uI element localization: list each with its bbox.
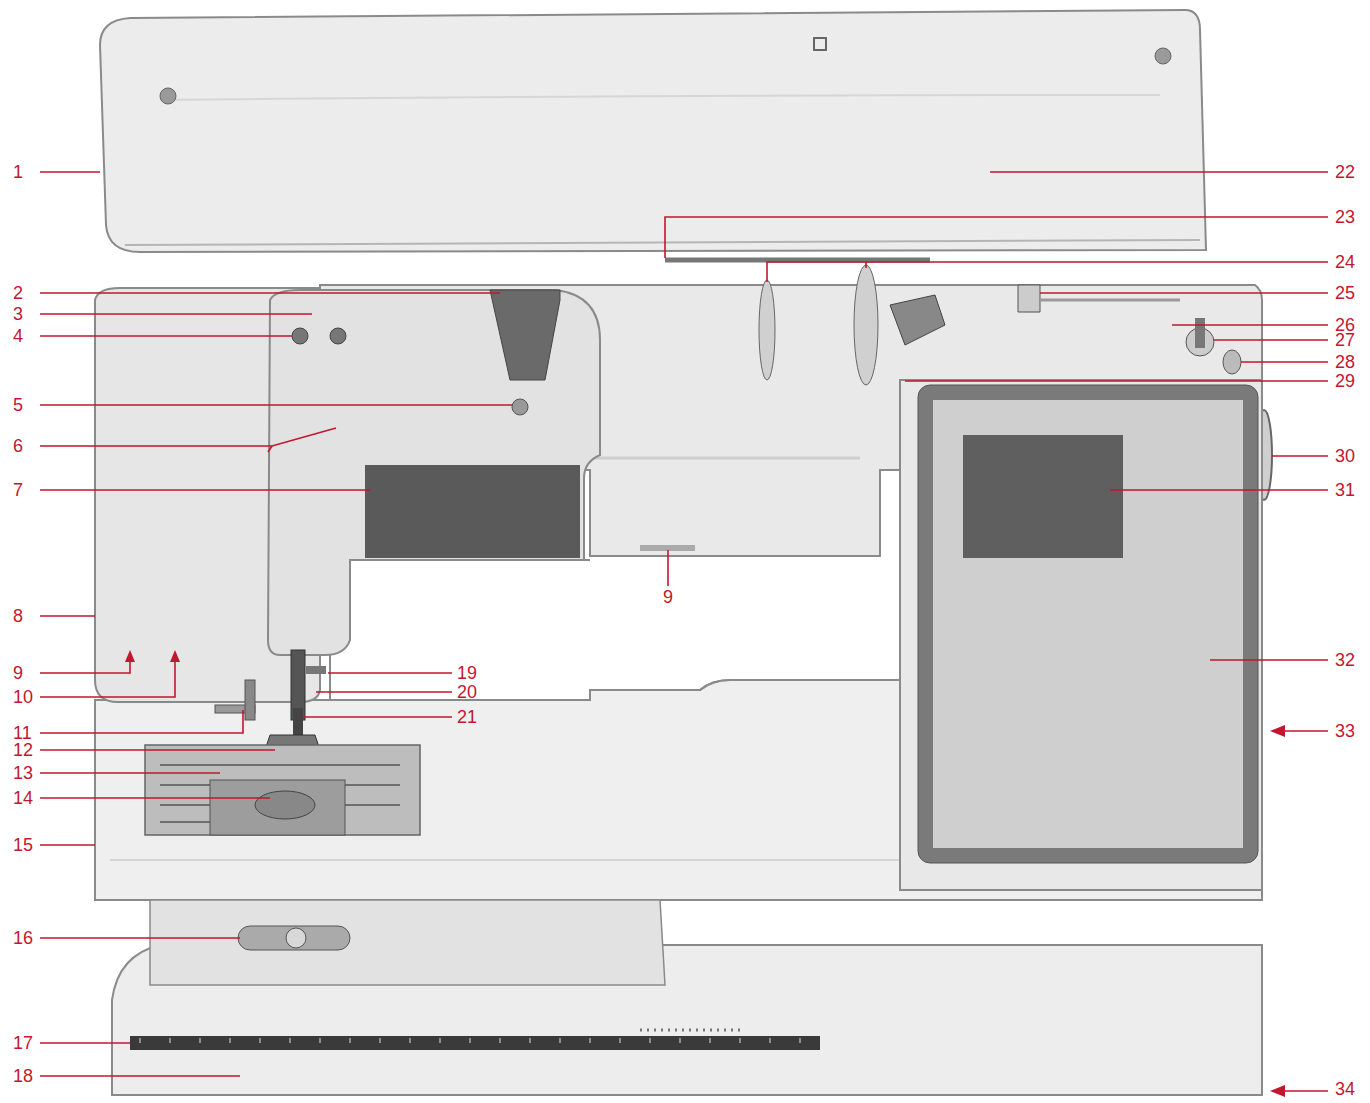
info-window — [365, 465, 580, 558]
callout-number: 7 — [12, 479, 24, 501]
bed-top — [590, 680, 900, 690]
callout-number: 21 — [456, 706, 478, 728]
winder-guide — [1040, 299, 1180, 302]
bed-front — [150, 900, 665, 985]
thread-tension — [490, 290, 560, 380]
arrowheads — [125, 650, 1285, 1097]
callout-number: 31 — [1334, 479, 1356, 501]
column — [900, 380, 1262, 890]
lid — [100, 10, 1206, 252]
callout-number: 3 — [12, 303, 24, 325]
bobbin-cover — [210, 780, 345, 835]
callout-number: 27 — [1334, 329, 1356, 351]
callout-number: 8 — [12, 605, 24, 627]
callout-number: 32 — [1334, 649, 1356, 671]
callout-number: 1 — [12, 161, 24, 183]
speed-slider — [238, 926, 350, 950]
callout-number: 12 — [12, 739, 34, 761]
bobbin-spindle — [1195, 318, 1205, 348]
callout-number: 15 — [12, 834, 34, 856]
callout-number: 23 — [1334, 206, 1356, 228]
callout-number: 30 — [1334, 445, 1356, 467]
screen-frame — [918, 385, 1258, 863]
needle-clamp — [306, 666, 326, 674]
free-space — [592, 558, 892, 678]
callout-number: 19 — [456, 662, 478, 684]
callout-number: 2 — [12, 282, 24, 304]
ruler-ticks — [140, 1038, 800, 1043]
callout-number: 13 — [12, 762, 34, 784]
callout-number: 25 — [1334, 282, 1356, 304]
callout-number: 17 — [12, 1032, 34, 1054]
threader — [245, 680, 255, 720]
lid-screw — [1155, 48, 1171, 64]
button — [330, 328, 346, 344]
lid-screw — [160, 88, 176, 104]
lid-edge — [125, 240, 1200, 245]
callout-number: 6 — [12, 435, 24, 457]
callout-number: 14 — [12, 787, 34, 809]
callout-number: 33 — [1334, 720, 1356, 742]
thread-guide — [1018, 285, 1040, 312]
arm-groove — [590, 457, 860, 460]
ruler — [130, 1036, 820, 1050]
needle-plate — [145, 745, 420, 835]
callout-number: 10 — [12, 686, 34, 708]
callout-number: 18 — [12, 1065, 34, 1087]
callout-number: 28 — [1334, 351, 1356, 373]
hollow — [330, 560, 590, 700]
spool-cap — [854, 265, 878, 385]
callout-number: 9 — [12, 662, 24, 684]
thread-guide — [890, 295, 945, 345]
callout-number: 16 — [12, 927, 34, 949]
pretension — [512, 399, 528, 415]
spool-cap — [759, 280, 775, 380]
arm-underside — [600, 540, 880, 556]
callout-number: 20 — [456, 681, 478, 703]
button — [292, 328, 308, 344]
ruler-marks — [640, 1029, 740, 1032]
callout-number: 9 — [662, 586, 674, 608]
screen — [933, 400, 1243, 848]
callout-number: 22 — [1334, 161, 1356, 183]
slider-knob — [286, 928, 306, 948]
callout-number: 29 — [1334, 370, 1356, 392]
leader-lines — [40, 172, 1328, 1091]
lid-shade — [160, 95, 1160, 100]
lid-clip — [814, 38, 826, 50]
bobbin-cover-button — [255, 791, 315, 819]
bobbin-lever — [1223, 350, 1241, 374]
callout-number: 5 — [12, 394, 24, 416]
presser-bar — [293, 708, 303, 738]
callout-number: 4 — [12, 325, 24, 347]
screen-window — [963, 435, 1123, 558]
callout-number: 24 — [1334, 251, 1356, 273]
callout-number: 34 — [1334, 1078, 1356, 1100]
head-panel — [268, 290, 600, 655]
